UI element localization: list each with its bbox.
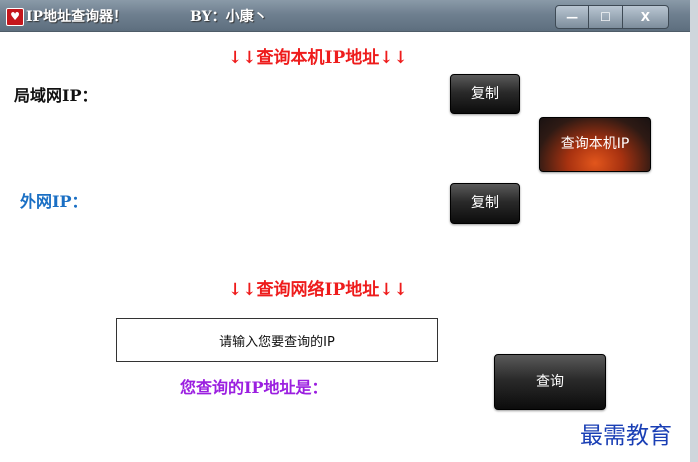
- copy-lan-ip-button[interactable]: 复制: [450, 74, 520, 114]
- query-local-ip-button[interactable]: 查询本机IP: [539, 117, 651, 172]
- network-ip-heading: ↓↓查询网络IP地址↓↓: [228, 280, 408, 300]
- query-result-label: 您查询的IP地址是：: [180, 378, 328, 397]
- minimize-button[interactable]: —: [556, 6, 590, 28]
- local-ip-heading: ↓↓查询本机IP地址↓↓: [228, 48, 408, 68]
- window-title: IP地址查询器！: [26, 9, 128, 25]
- wan-ip-label: 外网IP：: [20, 192, 88, 211]
- heart-icon: ♥: [6, 8, 24, 26]
- window-border: [690, 0, 698, 462]
- title-bar[interactable]: ♥ IP地址查询器！ BY：小康丶 — ☐ X: [0, 0, 690, 32]
- ip-search-input[interactable]: [116, 318, 438, 362]
- lan-ip-label: 局域网IP：: [14, 86, 98, 105]
- close-button[interactable]: X: [640, 10, 650, 24]
- copy-wan-ip-button[interactable]: 复制: [450, 183, 520, 224]
- window-controls: — ☐ X: [555, 5, 669, 29]
- window-author: BY：小康丶: [190, 9, 268, 25]
- watermark-text: 最需教育: [580, 423, 672, 449]
- query-ip-button[interactable]: 查询: [494, 354, 606, 410]
- maximize-button[interactable]: ☐: [589, 6, 623, 28]
